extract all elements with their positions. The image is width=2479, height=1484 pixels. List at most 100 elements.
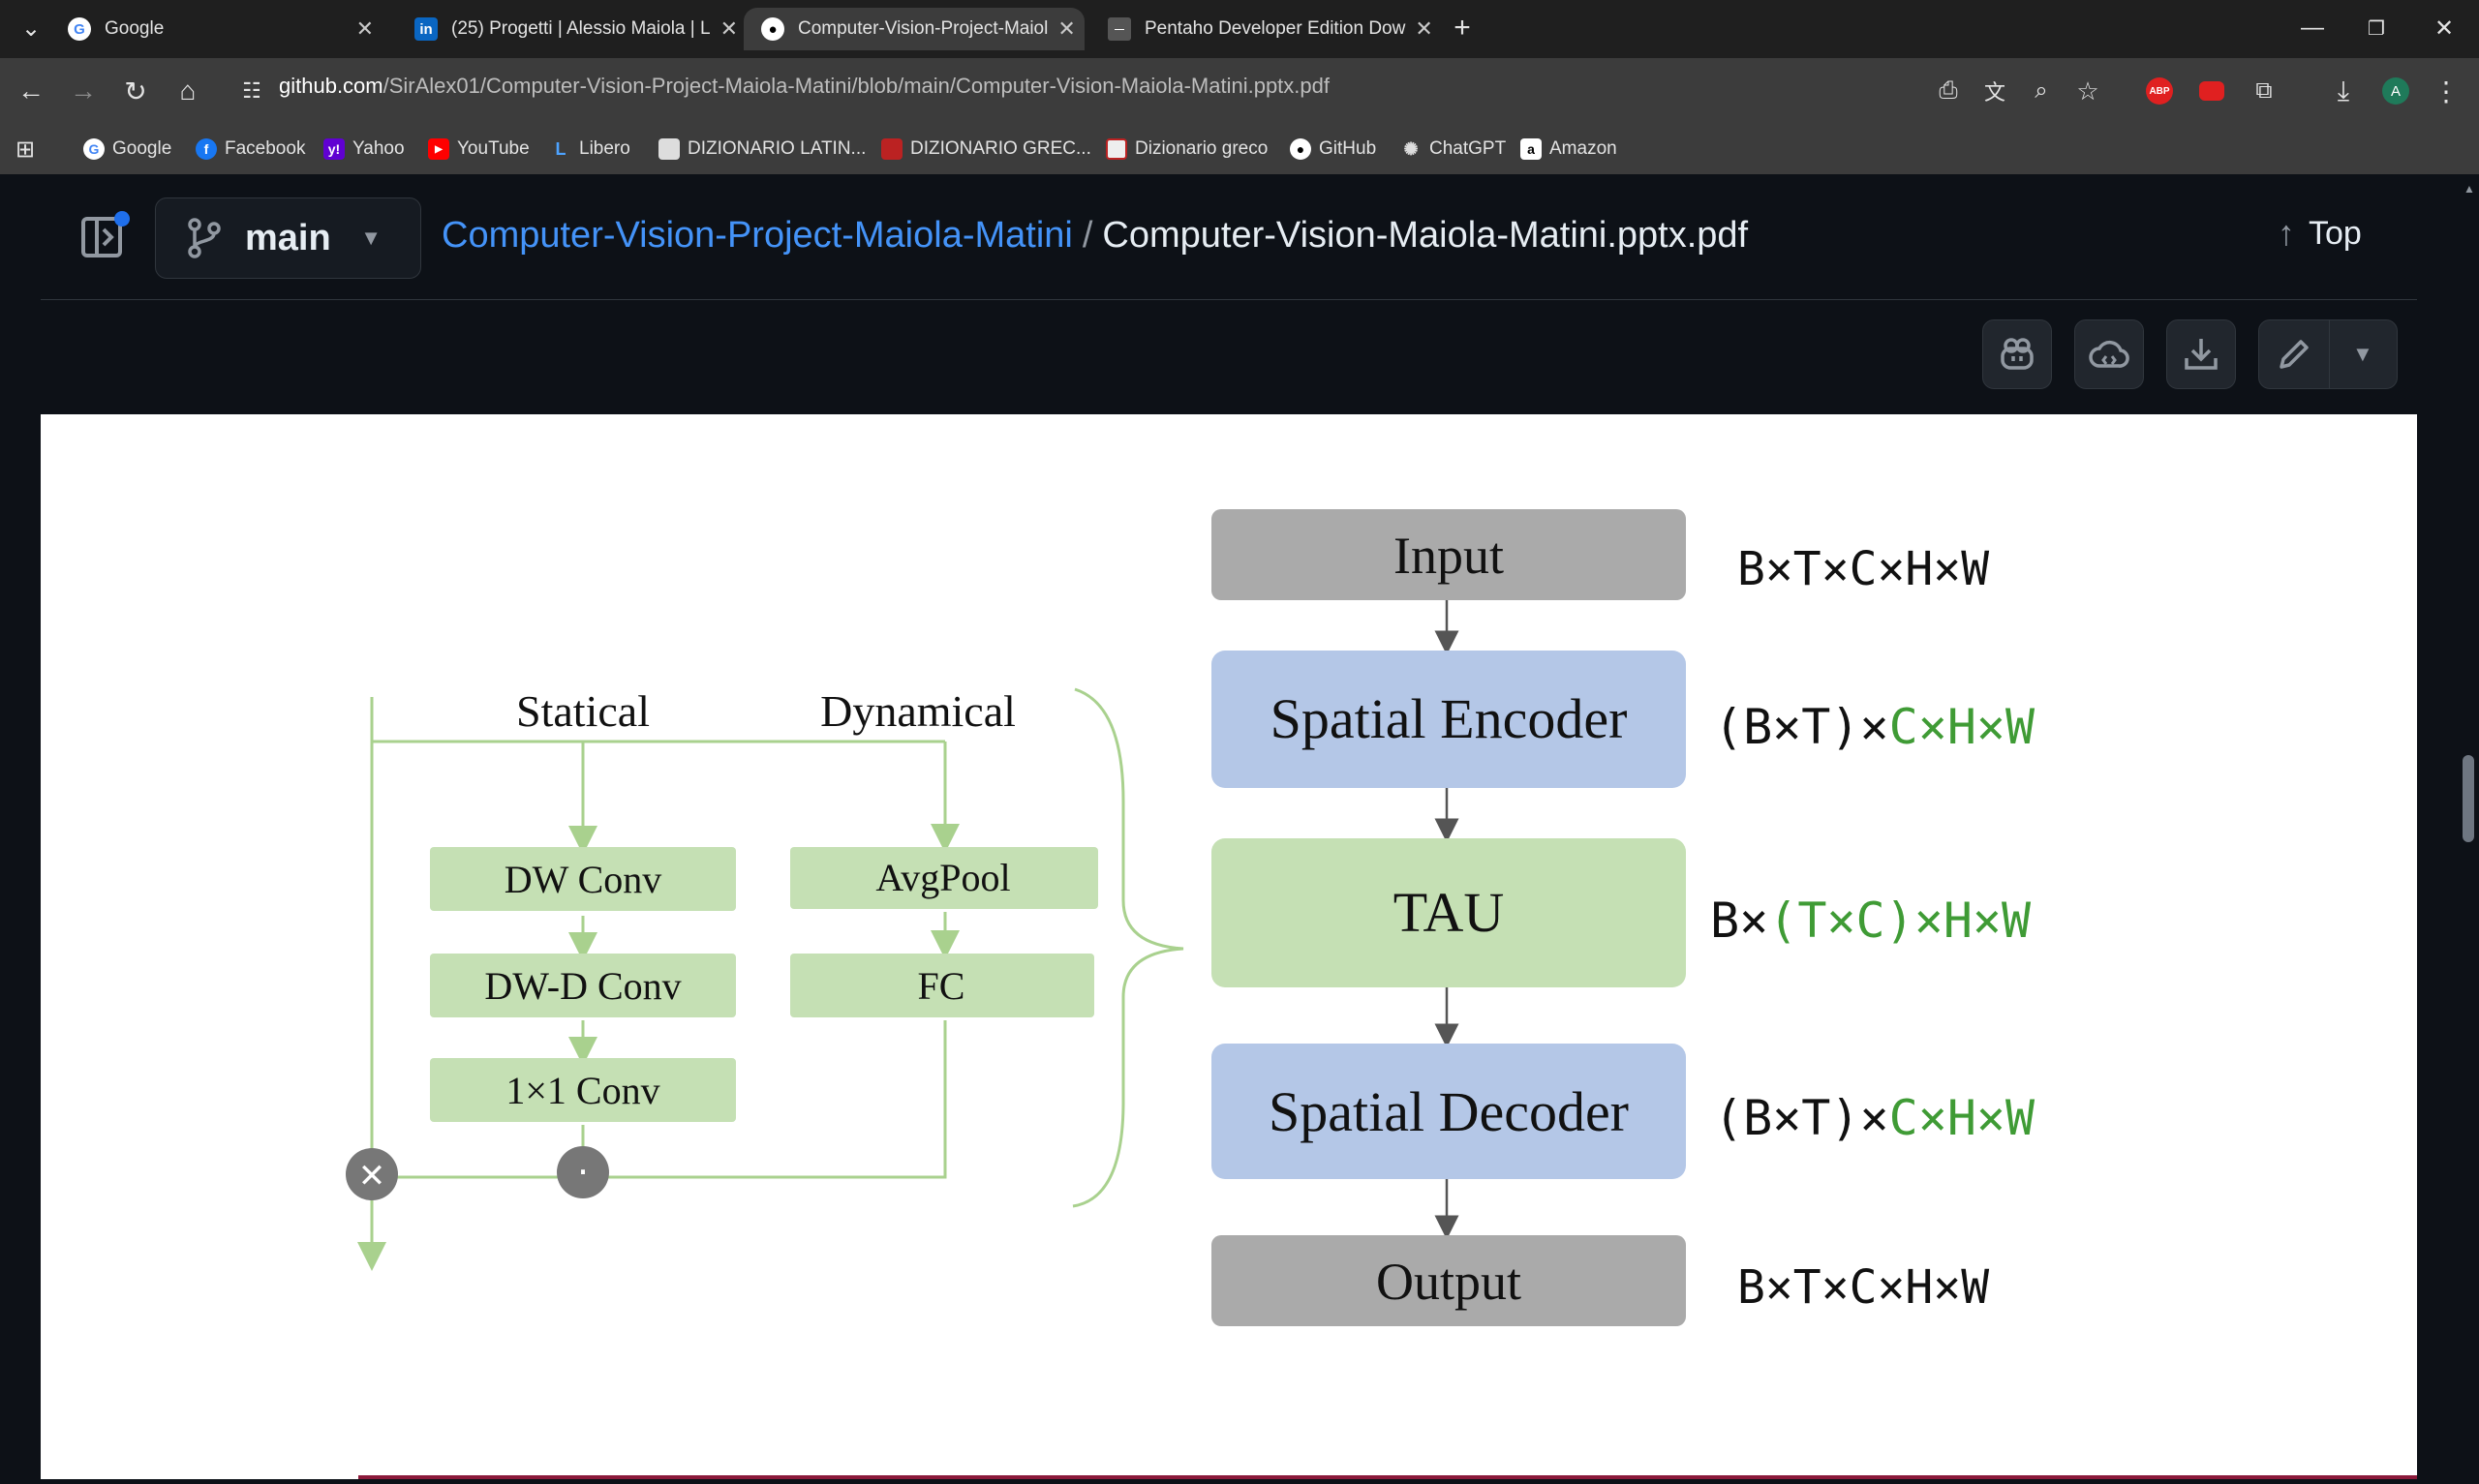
fc-block: FC: [790, 954, 1094, 1017]
breadcrumb-file-name: Computer-Vision-Maiola-Matini.pptx.pdf: [1102, 215, 1749, 256]
yahoo-icon: y!: [323, 138, 345, 160]
brace: [1072, 687, 1184, 1208]
tab-search-icon[interactable]: ⌄: [20, 15, 42, 42]
bookmark-dizionario-latino[interactable]: DIZIONARIO LATIN...: [658, 136, 866, 163]
chrome-menu-icon[interactable]: ⋮: [2433, 76, 2460, 106]
encoder-shape: (B×T)×C×H×W: [1714, 699, 2035, 755]
top-button[interactable]: ↑ Top: [2278, 213, 2362, 254]
google-icon: G: [68, 17, 91, 41]
edit-file-button-group[interactable]: ▼: [2258, 319, 2398, 389]
output-block: Output: [1211, 1235, 1686, 1326]
bookmark-dizionario-greco-1[interactable]: DIZIONARIO GREC...: [881, 136, 1091, 163]
tab-title: (25) Progetti | Alessio Maiola | L: [451, 18, 711, 39]
bookmark-youtube[interactable]: ▶YouTube: [428, 136, 530, 163]
svg-text:DW Conv: DW Conv: [505, 858, 662, 901]
scrollbar-thumb[interactable]: [2463, 755, 2474, 842]
minimize-icon[interactable]: —: [2301, 15, 2324, 41]
cloud-icon: [2089, 340, 2129, 368]
scroll-up-icon[interactable]: ▲: [2464, 182, 2475, 196]
home-icon[interactable]: ⌂: [179, 76, 197, 106]
youtube-extension-icon[interactable]: [2188, 68, 2235, 114]
svg-text:AvgPool: AvgPool: [875, 856, 1010, 899]
translate-icon[interactable]: 文: [1983, 80, 2005, 105]
bookmark-label: Google: [112, 138, 172, 159]
tab-github-active[interactable]: ● Computer-Vision-Project-Maiol ✕: [744, 8, 1085, 50]
spatial-decoder-block: Spatial Decoder: [1211, 1044, 1686, 1179]
facebook-icon: f: [196, 138, 217, 160]
1x1-conv-block: 1×1 Conv: [430, 1058, 736, 1122]
extensions-icon[interactable]: ⧉: [2255, 77, 2273, 104]
bookmark-amazon[interactable]: a Amazon: [1520, 136, 1617, 163]
svg-text:FC: FC: [918, 964, 965, 1008]
zoom-icon[interactable]: ⌕: [2035, 77, 2048, 104]
open-codespace-button[interactable]: [2074, 319, 2144, 389]
bookmark-label: DIZIONARIO GREC...: [910, 138, 1091, 159]
svg-text:·: ·: [577, 1151, 589, 1194]
tab-pentaho[interactable]: — Pentaho Developer Edition Dow ✕: [1090, 8, 1433, 50]
close-tab-icon[interactable]: ✕: [719, 16, 738, 41]
bookmark-facebook[interactable]: f Facebook: [196, 136, 305, 163]
tab-title: Google: [105, 18, 165, 39]
bookmark-github[interactable]: ● GitHub: [1290, 136, 1376, 163]
bookmark-label: Amazon: [1549, 138, 1617, 159]
bookmark-label: Facebook: [225, 138, 306, 159]
svg-text:Spatial Decoder: Spatial Decoder: [1269, 1080, 1629, 1143]
bookmark-libero[interactable]: L Libero: [550, 136, 630, 163]
tab-google[interactable]: G Google ✕: [50, 8, 391, 50]
close-tab-icon[interactable]: ✕: [355, 16, 374, 41]
svg-text:DW-D Conv: DW-D Conv: [484, 964, 681, 1008]
github-icon: ●: [1290, 138, 1311, 160]
site-info-icon[interactable]: ☷: [242, 78, 261, 103]
forward-icon[interactable]: →: [70, 76, 97, 106]
bookmark-chatgpt[interactable]: ✺ChatGPT: [1400, 136, 1506, 163]
statical-label: Statical: [516, 686, 650, 736]
chevron-down-icon: ▼: [360, 226, 382, 250]
pencil-icon[interactable]: [2275, 335, 2313, 374]
browser-tab-bar: ⌄ G Google ✕ in (25) Progetti | Alessio …: [0, 0, 2479, 58]
downloads-icon[interactable]: ⤓: [2337, 75, 2350, 106]
multiply-op: ✕: [346, 1148, 398, 1200]
address-bar[interactable]: github.com/SirAlex01/Computer-Vision-Pro…: [279, 74, 1330, 99]
new-tab-icon[interactable]: +: [1454, 12, 1471, 44]
youtube-icon: ▶: [428, 138, 449, 160]
top-label: Top: [2309, 214, 2362, 252]
chatgpt-icon: ✺: [1403, 138, 1419, 159]
chevron-down-icon[interactable]: ▼: [2352, 342, 2373, 366]
file-header: main ▼ Computer-Vision-Project-Maiola-Ma…: [41, 176, 2417, 300]
restore-icon[interactable]: ❐: [2368, 17, 2385, 40]
tab-linkedin[interactable]: in (25) Progetti | Alessio Maiola | L ✕: [397, 8, 738, 50]
bookmark-yahoo[interactable]: y!Yahoo: [323, 136, 405, 163]
download-button[interactable]: [2166, 319, 2236, 389]
copilot-button[interactable]: [1982, 319, 2052, 389]
adblock-icon[interactable]: ABP: [2136, 68, 2183, 114]
branch-selector-button[interactable]: main ▼: [155, 197, 421, 279]
svg-text:1×1 Conv: 1×1 Conv: [505, 1069, 659, 1112]
bookmark-dizionario-greco-2[interactable]: Dizionario greco: [1106, 136, 1268, 163]
browser-toolbar: ← → ↻ ⌂ ☷ github.com/SirAlex01/Computer-…: [0, 58, 2479, 124]
bookmark-star-icon[interactable]: ☆: [2076, 76, 2099, 106]
breadcrumb-repo-link[interactable]: Computer-Vision-Project-Maiola-Matini: [442, 215, 1073, 256]
reload-icon[interactable]: ↻: [124, 76, 147, 106]
bookmark-label: GitHub: [1319, 138, 1377, 159]
git-branch-icon: [188, 218, 221, 258]
libero-icon: L: [555, 138, 566, 159]
close-tab-icon[interactable]: ✕: [1415, 16, 1433, 41]
bookmark-label: Libero: [579, 138, 630, 159]
avgpool-block: AvgPool: [790, 847, 1098, 909]
page-icon: [1106, 138, 1127, 160]
install-app-icon[interactable]: ⎙: [1939, 77, 1958, 104]
apps-grid-icon[interactable]: ⊞: [15, 136, 36, 163]
close-window-icon[interactable]: ✕: [2433, 15, 2455, 42]
amazon-icon: a: [1520, 138, 1542, 160]
dot-product-op: ·: [557, 1146, 609, 1198]
input-block: Input: [1211, 509, 1686, 600]
expand-file-tree-icon[interactable]: [79, 211, 130, 261]
decoder-shape: (B×T)×C×H×W: [1714, 1090, 2035, 1146]
input-shape: B×T×C×H×W: [1737, 542, 1989, 596]
avatar: A: [2382, 77, 2409, 105]
back-icon[interactable]: ←: [17, 76, 45, 106]
profile-avatar[interactable]: A: [2372, 68, 2419, 114]
close-tab-icon[interactable]: ✕: [1057, 16, 1076, 41]
file-actions-bar: ▼: [41, 300, 2417, 414]
